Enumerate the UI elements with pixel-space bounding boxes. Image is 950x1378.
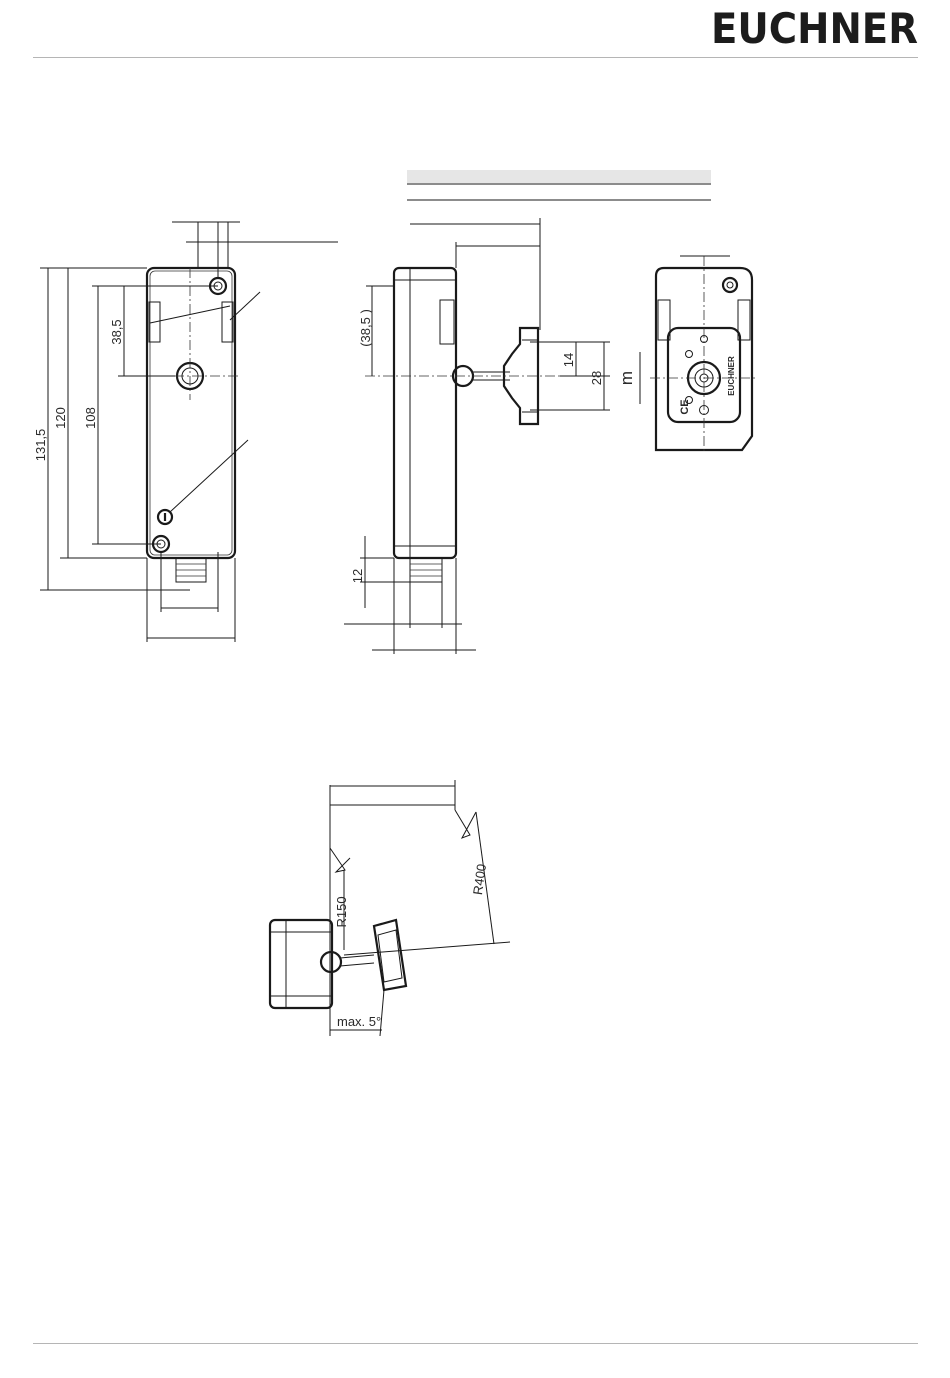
- dim-r150: R150: [334, 896, 349, 927]
- side-view: (38,5 ) 14 28 12: [344, 218, 610, 654]
- dim-14: 14: [561, 353, 576, 367]
- table-header: [407, 170, 711, 200]
- dim-max-5-deg: max. 5°: [337, 1014, 381, 1029]
- rear-brand-label: EUCHNER: [727, 356, 736, 396]
- rear-label-m: m: [617, 371, 636, 385]
- ce-mark: CE: [679, 399, 691, 414]
- dim-108: 108: [83, 407, 98, 429]
- table-header-shade: [407, 170, 711, 183]
- dim-28: 28: [589, 371, 604, 385]
- front-view: 131,5 120 108 38,5: [33, 222, 338, 642]
- dim-38-5-ref: (38,5 ): [358, 309, 373, 347]
- dim-38-5: 38,5: [109, 319, 124, 344]
- dim-131-5: 131,5: [33, 429, 48, 462]
- rear-view: CE EUCHNER m: [617, 256, 756, 454]
- dim-120: 120: [53, 407, 68, 429]
- swing-view: R150 R400 max. 5°: [270, 780, 510, 1036]
- dim-12: 12: [350, 569, 365, 583]
